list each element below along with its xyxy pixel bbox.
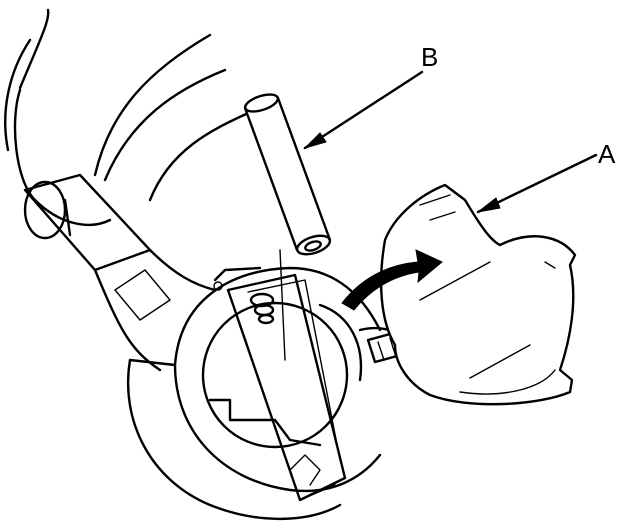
- battery: [243, 93, 332, 361]
- callout-a-leader: [476, 153, 598, 214]
- key-shaft: [4, 8, 257, 372]
- callout-a-label: A: [598, 139, 616, 169]
- open-cover-arrow: [341, 249, 443, 311]
- callout-b-label: B: [421, 42, 439, 72]
- callout-b-leader: [303, 70, 424, 150]
- battery-cover: [379, 183, 577, 406]
- remote-housing: [126, 266, 382, 521]
